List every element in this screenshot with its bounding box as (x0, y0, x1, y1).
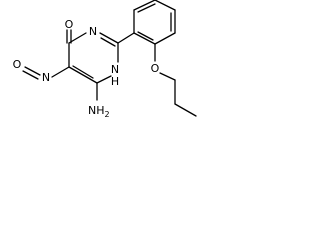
bond-n3-c2 (99, 32, 119, 44)
bond-n1-c6 (96, 75, 112, 84)
bond-ph6-ph1 (133, 32, 156, 45)
chemical-structure-drawing: O N N H N O NH2 O (13, 0, 197, 119)
ring-n3-label: N (89, 25, 97, 38)
bond-ph3-ph4 (154, 0, 176, 11)
amino-label: NH2 (88, 104, 110, 119)
bond-ether-o-ch2 (159, 72, 176, 81)
bond-c2-phenyl (117, 32, 135, 44)
amino-subscript: 2 (105, 110, 110, 119)
bond-c5-nitroso-n (51, 66, 70, 78)
carbonyl-oxygen-label: O (65, 18, 74, 31)
bond-ph2-ph3 (133, 0, 156, 11)
bond-ph-inner-1 (137, 3, 156, 13)
bond-nitroso-n-o (24, 66, 41, 76)
amino-n-label: NH (88, 104, 105, 117)
bond-c4-n3 (68, 32, 87, 44)
bond-nitroso-n-o-double (22, 70, 39, 80)
ether-oxygen-label: O (151, 62, 160, 75)
bond-c6-c5 (68, 66, 98, 84)
structure-canvas: O N N H N O NH2 O (0, 0, 229, 155)
bond-n3-c2-double (100, 37, 116, 47)
bond-ph-inner-3 (137, 31, 154, 41)
bond-ph5-ph6 (154, 32, 176, 45)
bond-ch2-ch3 (174, 103, 197, 117)
nitroso-o-label: O (13, 58, 22, 71)
nitroso-n-label: N (42, 71, 50, 84)
ring-n1-label: N (111, 63, 119, 76)
ring-n1-h-label: H (111, 75, 119, 88)
bond-c6-c5-double (72, 65, 94, 79)
